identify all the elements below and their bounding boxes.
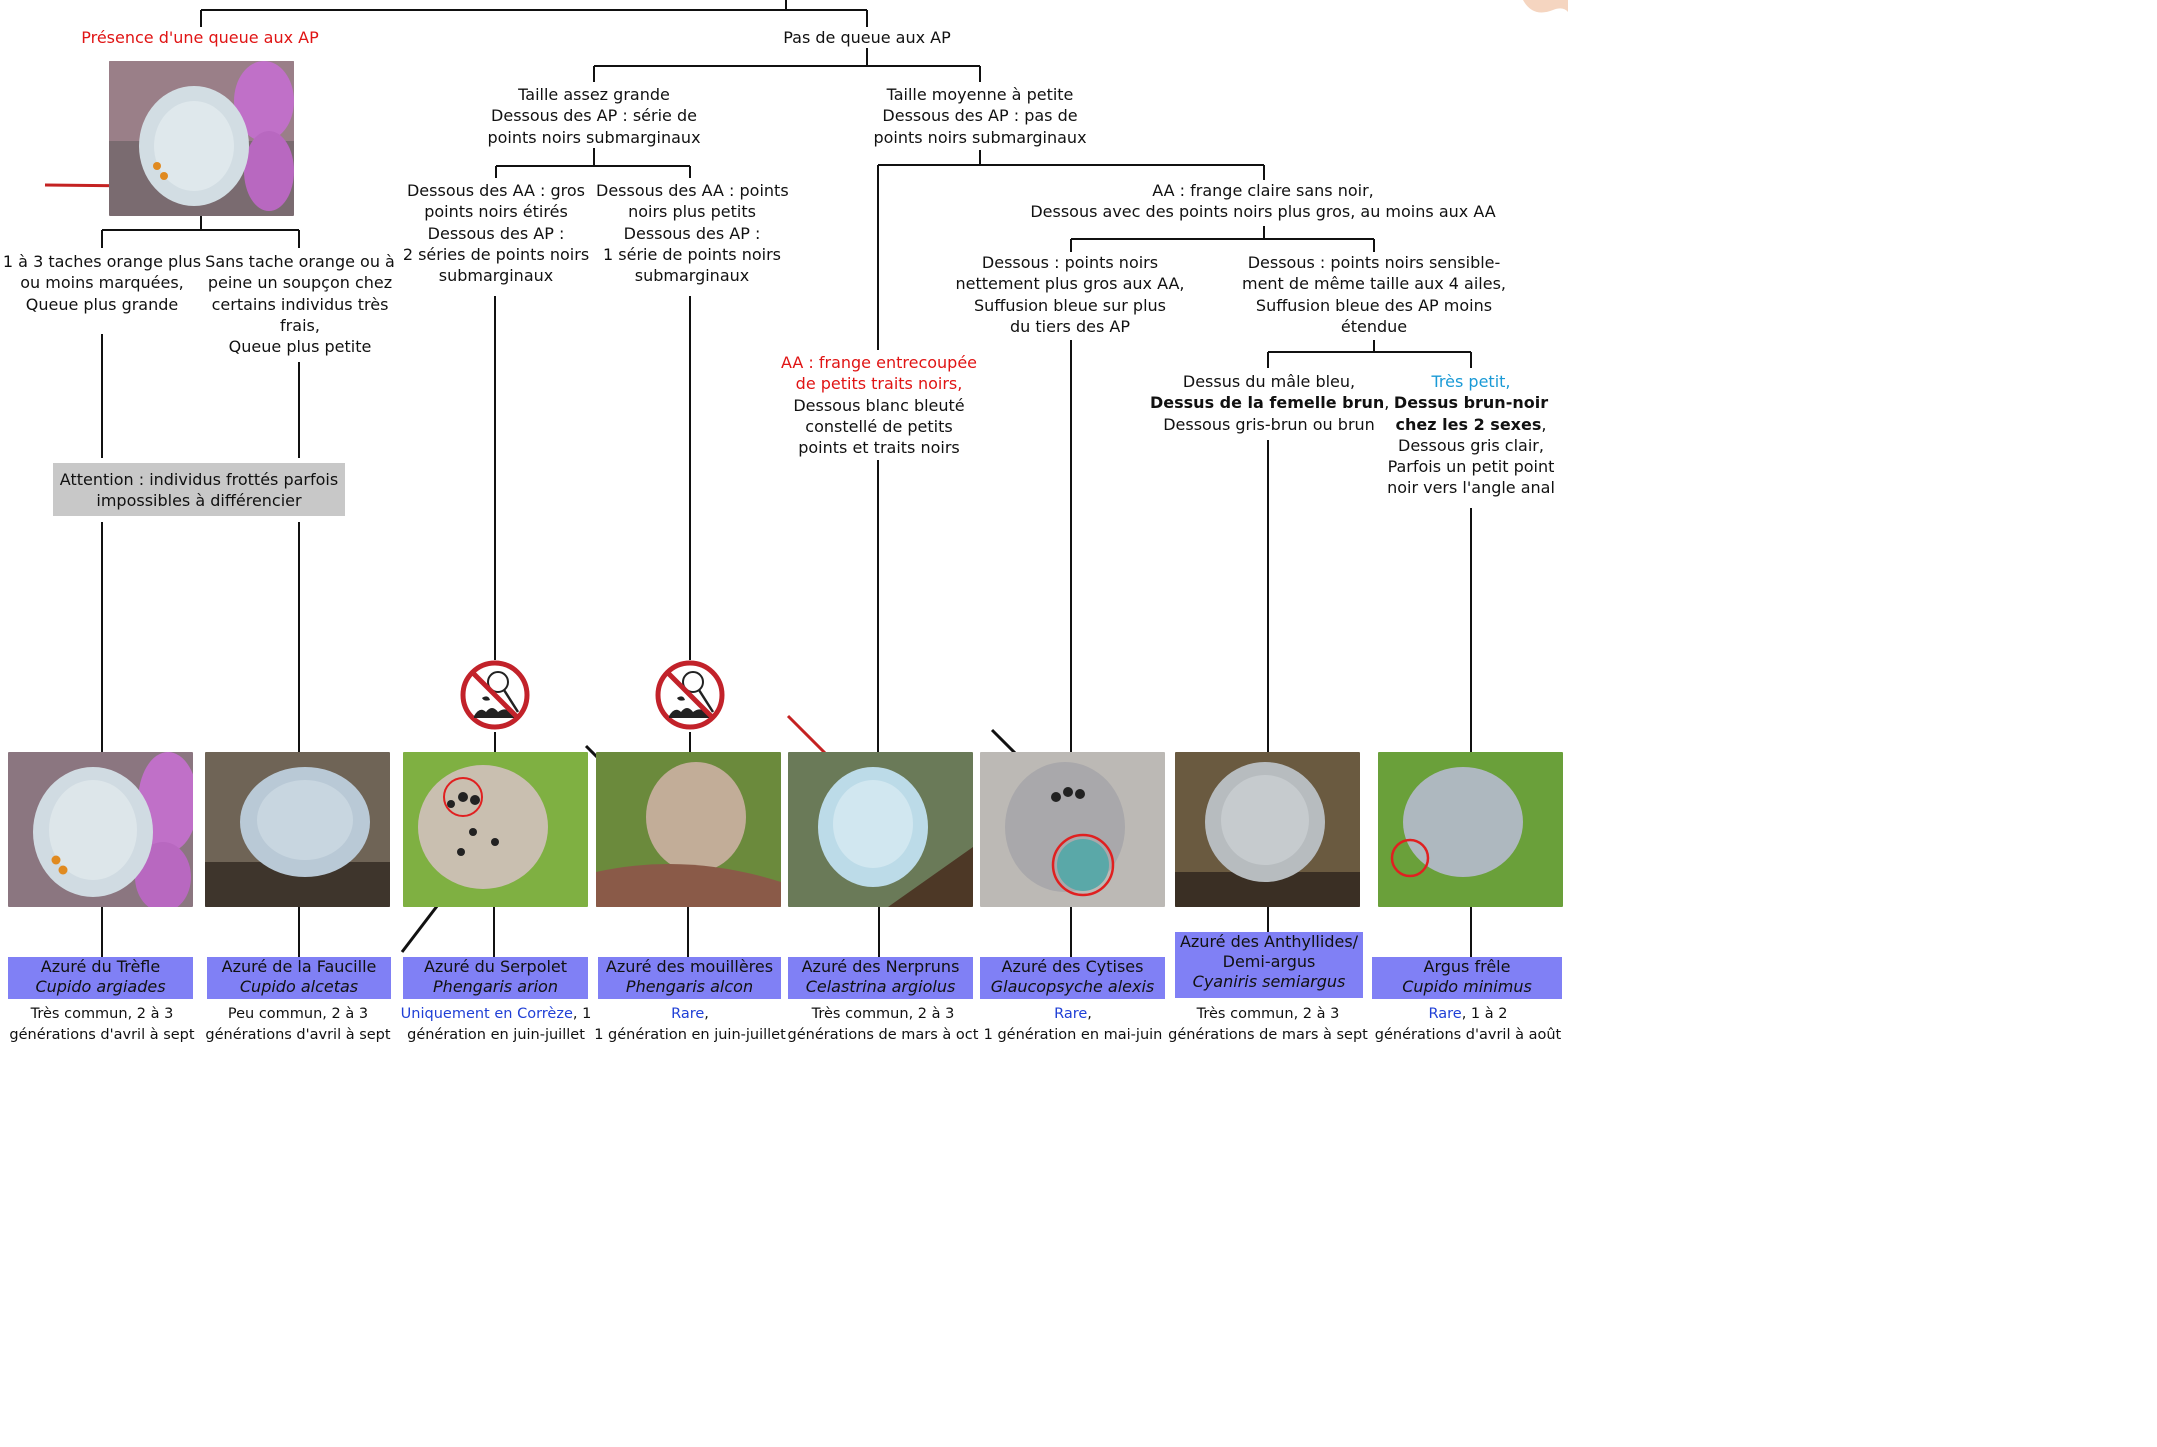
species-status: Rare,1 génération en mai-juin [983, 1006, 1163, 1043]
no-net-icon [460, 660, 530, 730]
cupido-alcetas-photo [205, 752, 390, 907]
cupido-argiades-header-photo [109, 61, 294, 216]
tree-connectors [44, 0, 1472, 957]
cupido-argiades-photo [8, 752, 193, 907]
phengaris-arion-photo [403, 752, 588, 907]
celastrina-argiolus-photo [788, 752, 973, 907]
glaucopsyche-alexis-photo [980, 752, 1165, 907]
clear-fringe-criteria: AA : frange claire sans noir,Dessous ave… [1030, 181, 1496, 222]
spotted-fringe-criteria: AA : frange entrecoupée de petits traits… [780, 353, 978, 458]
no-tail-label: Pas de queue aux AP [783, 28, 951, 47]
corner-decoration-icon [1523, 0, 1568, 13]
blue-male-criteria: Dessus du mâle bleu, Dessus de la femell… [1150, 372, 1390, 434]
phengaris-alcon-photo [596, 752, 781, 907]
cyaniris-semiargus-photo [1175, 752, 1360, 907]
tail-present-label: Présence d'une queue aux AP [81, 28, 319, 47]
species-status: Rare,1 génération en juin-juillet [594, 1006, 786, 1043]
no-net-icon [655, 660, 725, 730]
very-small-criteria: Très petit, Dessus brun-noir chez les 2 … [1387, 372, 1555, 498]
cupido-minimus-photo [1378, 752, 1563, 907]
same-size-spots-criteria: Dessous : points noirs sensible-ment de … [1241, 253, 1507, 336]
